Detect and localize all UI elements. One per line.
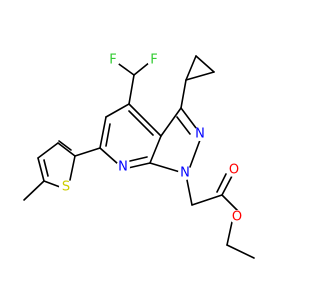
fluorine-2: F [147,53,161,68]
bond-s-th2 [69,155,76,181]
bond-cp-b [185,71,215,81]
bond-th4-th5 [37,157,45,182]
atom-n-azo-label: N [195,127,205,142]
molecule-structure: F F N N N S O O [23,53,255,259]
bond-th5-methyl [23,180,45,201]
bond-cp-a [185,55,197,81]
bond-co-o-ester [221,194,239,212]
bond-c3a-c3 [160,107,182,137]
oxygen-carbonyl: O [227,163,241,178]
molecule-canvas: F F N N N S O O [23,53,255,259]
bond-c5-c6-inner [105,123,111,147]
bond-c4-c5 [105,103,130,118]
bond-th3-th4 [37,142,59,159]
atom-s-label: S [62,180,70,195]
bond-th2-th3 [57,142,76,157]
bond-c3a-c4 [128,103,162,137]
bond-nring-c7a [127,162,151,169]
bond-ethyl [226,244,255,259]
bond-o-ethyl [226,221,233,246]
bond-chf2-f1 [115,61,135,76]
bond-c3-nazo-inner [176,116,191,135]
atom-f2-label: F [150,53,157,68]
atom-f1-label: F [109,53,116,68]
bond-th2-th3-inner [58,140,72,151]
bond-c7a-c3a [149,135,162,164]
sulfur: S [59,180,73,195]
atom-o-carbonyl-label: O [229,163,239,178]
bond-nring-c7a-inner [129,156,148,162]
nitrogen-azo: N [193,127,207,142]
nitrogen-1: N [178,166,192,181]
bond-th5-s [43,180,61,188]
bond-n1-ch2 [186,179,193,206]
fluorine-1: F [106,53,120,68]
bond-chf2-f2 [133,61,151,76]
bond-c3-cp [180,79,187,109]
bond-ch2-co [191,194,223,206]
bond-th4-th5-inner [43,159,49,177]
bond-c4-chf2 [128,74,135,105]
bonds [23,55,255,259]
atom-o-ester-label: O [232,210,242,225]
bond-n1-c7a [149,162,181,173]
atom-labels: F F N N N S O O [59,53,244,225]
bond-c3-nazo [180,107,197,129]
atom-n-ring-label: N [118,160,128,175]
bond-c6-th2 [74,147,101,157]
atom-n1-label: N [180,166,190,181]
bond-co-o-carbonyl-2 [216,173,227,193]
bond-c6-nring [99,147,119,165]
bond-nazo-n1 [189,139,201,168]
nitrogen-ring: N [116,160,130,175]
bond-c3a-c4-inner [128,110,154,136]
bond-cp-c [195,55,215,73]
oxygen-ester: O [230,210,244,225]
bond-co-o-carbonyl [221,175,233,196]
bond-c5-c6 [99,116,107,149]
